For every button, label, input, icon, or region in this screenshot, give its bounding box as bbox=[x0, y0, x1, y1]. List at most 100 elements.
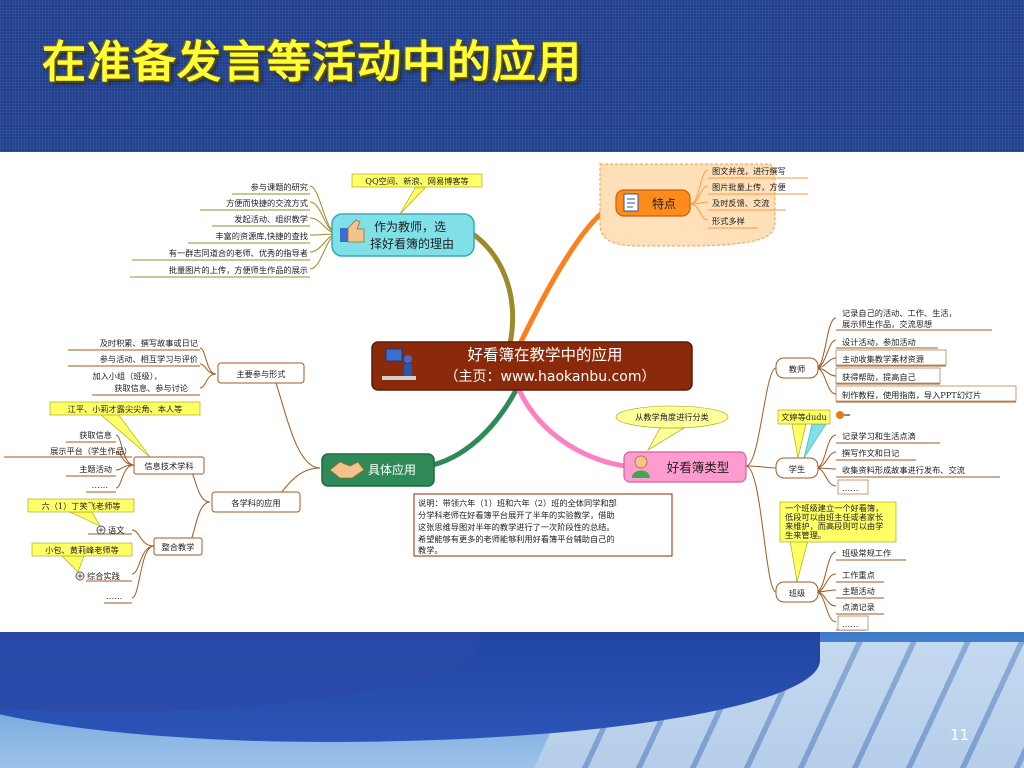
reason-item: 有一群志同道合的老师、优秀的指导者 bbox=[169, 248, 308, 258]
center-node[interactable]: 好看簿在教学中的应用 （主页：www.haokanbu.com） bbox=[371, 341, 693, 391]
type-student-label: 学生 bbox=[789, 464, 805, 474]
main-form-item: 及时积累、撰写故事或日记 bbox=[100, 338, 198, 348]
description-box: 说明：带领六年（1）班和六年（2）班的全体同学和部 分学科老师在好看簿平台展开了… bbox=[413, 493, 673, 557]
class-item: 点滴记录 bbox=[842, 602, 875, 612]
branch-types bbox=[517, 389, 628, 469]
computer-user-icon bbox=[382, 348, 416, 380]
svg-text:QQ空间、新浪、网易博客等: QQ空间、新浪、网易博客等 bbox=[365, 176, 469, 186]
student-item: 收集资料形成故事进行发布、交流 bbox=[842, 465, 965, 475]
handshake-icon bbox=[329, 461, 365, 479]
it-subject-node[interactable] bbox=[133, 456, 205, 475]
integrated-callout-1: 六（1）丁笑飞老师等 bbox=[27, 498, 135, 527]
teacher-item: 制作教程，使用指南，导入PPT幻灯片 bbox=[842, 390, 981, 400]
feature-item: 图文并茂，进行撰写 bbox=[712, 166, 786, 176]
center-title: 好看簿在教学中的应用 bbox=[467, 345, 622, 364]
class-note-line: 生来管理。 bbox=[785, 530, 826, 540]
student-item: 撰写作文和日记 bbox=[842, 448, 899, 458]
feature-item: 图片批量上传，方便 bbox=[712, 182, 786, 192]
types-node[interactable]: 好看簿类型 bbox=[623, 451, 747, 483]
student-item: …… bbox=[842, 483, 858, 493]
class-note-line: 一个班级建立一个好看簿， bbox=[785, 503, 883, 513]
application-node[interactable]: 具体应用 bbox=[321, 453, 435, 487]
it-item: 获取信息 bbox=[79, 430, 112, 440]
teacher-reason-callout: QQ空间、新浪、网易博客等 bbox=[351, 173, 483, 215]
teacher-reason-label-2: 择好看簿的理由 bbox=[370, 236, 454, 251]
integrated-item: 语文 bbox=[108, 525, 124, 535]
features-branch: 图文并茂，进行撰写 图片批量上传，方便 及时反馈、交流 形式多样 特点 bbox=[599, 163, 808, 247]
person-icon bbox=[632, 455, 650, 478]
reason-item: 方便而快捷的交流方式 bbox=[226, 198, 308, 208]
svg-text:从教学角度进行分类: 从教学角度进行分类 bbox=[635, 412, 709, 422]
it-item: 主题活动 bbox=[79, 464, 112, 474]
description-line: 希望能够有更多的老师能够利用好看簿平台辅助自己的 bbox=[418, 534, 615, 544]
expand-icon[interactable] bbox=[96, 525, 106, 535]
mindmap-diagram: 好看簿在教学中的应用 （主页：www.haokanbu.com） 参与课题的研究… bbox=[4, 163, 1017, 631]
svg-text:六（1）丁笑飞老师等: 六（1）丁笑飞老师等 bbox=[42, 501, 121, 511]
teacher-item: 记录自己的活动、工作、生活， bbox=[842, 308, 957, 318]
class-note-callout: 一个班级建立一个好看簿， 低段可以由班主任或者家长 来维护，而高段则可以由学 生… bbox=[779, 501, 897, 583]
type-teacher-node[interactable] bbox=[775, 357, 819, 379]
decorative-keyboard-banner bbox=[0, 632, 1024, 768]
paint-icon bbox=[836, 411, 850, 419]
it-subject-label: 信息技术学科 bbox=[144, 461, 193, 471]
svg-text:小包、黄莉峰老师等: 小包、黄莉峰老师等 bbox=[45, 545, 119, 555]
it-item: …… bbox=[92, 480, 108, 490]
integrated-label: 整合教学 bbox=[162, 542, 195, 552]
application-label: 具体应用 bbox=[368, 462, 416, 477]
description-line: 这张思维导图对半年的教学进行了一次阶段性的总结。 bbox=[418, 522, 615, 532]
thumbs-up-icon bbox=[340, 219, 365, 243]
notepad-icon bbox=[623, 193, 639, 212]
teacher-reason-branch: 参与课题的研究 方便而快捷的交流方式 发起活动、组织教学 丰富的资源库,快捷的查… bbox=[130, 173, 483, 278]
integrated-node[interactable] bbox=[153, 537, 203, 556]
type-teacher-label: 教师 bbox=[789, 364, 805, 374]
application-branch: 主要参与形式 及时积累、撰写故事或日记 参与活动、相互学习与评价 加入小组（班级… bbox=[4, 338, 435, 604]
description-line: 教学。 bbox=[418, 545, 443, 555]
integrated-callout-2: 小包、黄莉峰老师等 bbox=[31, 542, 133, 573]
main-form-item: 参与活动、相互学习与评价 bbox=[100, 354, 198, 364]
class-item: 工作重点 bbox=[842, 570, 875, 580]
type-class-label: 班级 bbox=[789, 588, 805, 598]
center-subtitle: （主页：www.haokanbu.com） bbox=[445, 369, 656, 385]
reason-item: 批量图片的上传，方便师生作品的展示 bbox=[169, 265, 308, 275]
types-label: 好看簿类型 bbox=[667, 460, 730, 475]
student-item: 记录学习和生活点滴 bbox=[842, 431, 916, 441]
student-callout: 文婷等dudu bbox=[777, 409, 850, 459]
main-forms-node[interactable] bbox=[217, 362, 305, 384]
teacher-item: 展示师生作品，交流思想 bbox=[842, 319, 932, 329]
reason-item: 发起活动、组织教学 bbox=[234, 214, 308, 224]
main-forms-label: 主要参与形式 bbox=[236, 369, 285, 379]
main-form-item: 加入小组（班级）， bbox=[92, 371, 162, 381]
subjects-node[interactable] bbox=[211, 491, 301, 513]
branch-teacher-reason bbox=[467, 229, 516, 347]
teacher-item: 设计活动，参加活动 bbox=[842, 337, 916, 347]
slide-header: 在准备发言等活动中的应用 bbox=[0, 0, 1024, 152]
class-item: 班级常规工作 bbox=[842, 548, 891, 558]
reason-item: 参与课题的研究 bbox=[251, 182, 308, 192]
svg-text:文婷等dudu: 文婷等dudu bbox=[781, 412, 827, 422]
description-line: 说明：带领六年（1）班和六年（2）班的全体同学和部 bbox=[418, 498, 617, 508]
it-callout: 江平、小莉才露尖尖角、本人等 bbox=[49, 401, 201, 458]
branch-application bbox=[417, 389, 518, 470]
integrated-item: …… bbox=[106, 591, 122, 601]
class-item: …… bbox=[842, 619, 858, 629]
types-callout: 从教学角度进行分类 bbox=[615, 405, 729, 451]
integrated-item: 综合实践 bbox=[87, 571, 120, 581]
main-form-item: 获取信息、参与讨论 bbox=[114, 383, 188, 393]
class-item: 主题活动 bbox=[842, 586, 875, 596]
feature-item: 形式多样 bbox=[712, 216, 745, 226]
features-label: 特点 bbox=[652, 196, 676, 211]
description-line: 分学科老师在好看簿平台展开了半年的实验教学，借助 bbox=[418, 510, 615, 520]
subjects-label: 各学科的应用 bbox=[231, 498, 280, 508]
expand-icon[interactable] bbox=[75, 571, 85, 581]
teacher-reason-node[interactable]: 作为教师，选 择好看簿的理由 bbox=[331, 213, 475, 257]
slide-title: 在准备发言等活动中的应用 bbox=[42, 37, 582, 88]
svg-text:江平、小莉才露尖尖角、本人等: 江平、小莉才露尖尖角、本人等 bbox=[68, 404, 183, 414]
features-node[interactable]: 特点 bbox=[615, 189, 691, 217]
reason-item: 丰富的资源库,快捷的查找 bbox=[215, 231, 308, 241]
teacher-item: 主动收集教学素材资源 bbox=[842, 354, 924, 364]
teacher-reason-label-1: 作为教师，选 bbox=[374, 219, 446, 234]
type-student-node[interactable] bbox=[775, 457, 819, 479]
class-note-line: 来维护，而高段则可以由学 bbox=[785, 521, 883, 531]
it-item: 展示平台（学生作品） bbox=[50, 446, 132, 456]
page-number: 11 bbox=[950, 726, 970, 744]
